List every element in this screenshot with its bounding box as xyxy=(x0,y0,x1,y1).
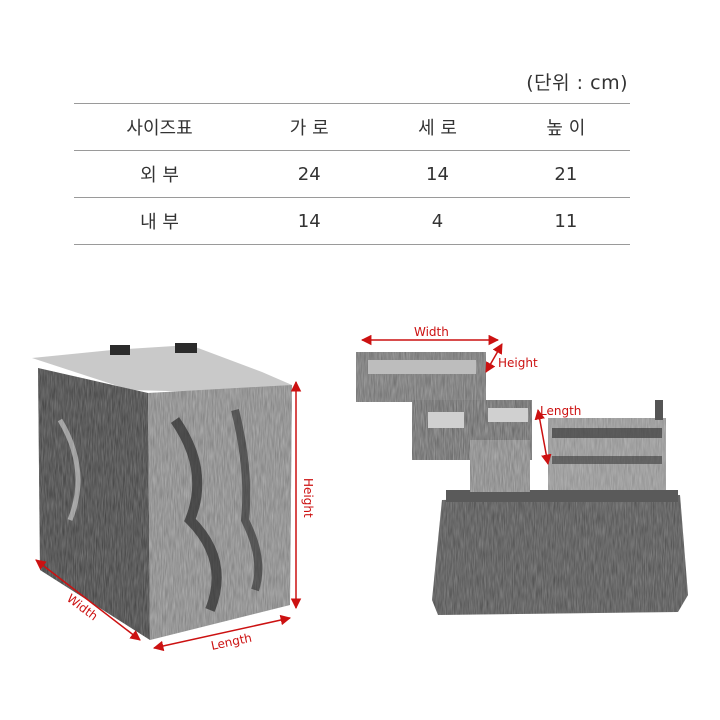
opened-box-illustration xyxy=(356,352,688,615)
box-top-face xyxy=(32,345,292,392)
drawer-length-label: Length xyxy=(540,404,581,418)
header-size-chart: 사이즈표 xyxy=(74,103,246,151)
inner-height-value: 11 xyxy=(501,197,630,245)
table-row: 내 부 14 4 11 xyxy=(74,197,630,245)
row-label-outer: 외 부 xyxy=(74,150,246,198)
box-width-line xyxy=(35,559,141,641)
table-row: 외 부 24 14 21 xyxy=(74,150,630,198)
header-height: 높 이 xyxy=(501,103,630,151)
box-height-label: Height xyxy=(301,478,315,518)
opened-box-dimensions: Width Height Length xyxy=(360,325,581,466)
drawer-height-label: Height xyxy=(498,356,538,370)
row-label-inner: 내 부 xyxy=(74,197,246,245)
outer-width-value: 24 xyxy=(245,150,374,198)
header-depth: 세 로 xyxy=(373,103,502,151)
base-box-top-edge xyxy=(446,490,678,502)
unit-note: (단위 : cm) xyxy=(526,72,628,94)
drawer-height-line xyxy=(485,343,503,373)
outer-depth-value: 14 xyxy=(373,150,502,198)
size-table: 사이즈표 가 로 세 로 높 이 외 부 24 14 21 내 부 14 4 1… xyxy=(74,103,630,245)
drawer-width-label: Width xyxy=(414,325,449,339)
inner-depth-value: 4 xyxy=(373,197,502,245)
outer-height-value: 21 xyxy=(501,150,630,198)
drawer-length-line xyxy=(534,408,552,466)
header-width: 가 로 xyxy=(245,103,374,151)
table-header-row: 사이즈표 가 로 세 로 높 이 xyxy=(74,103,630,151)
inner-width-value: 14 xyxy=(245,197,374,245)
box-length-line xyxy=(152,614,292,652)
